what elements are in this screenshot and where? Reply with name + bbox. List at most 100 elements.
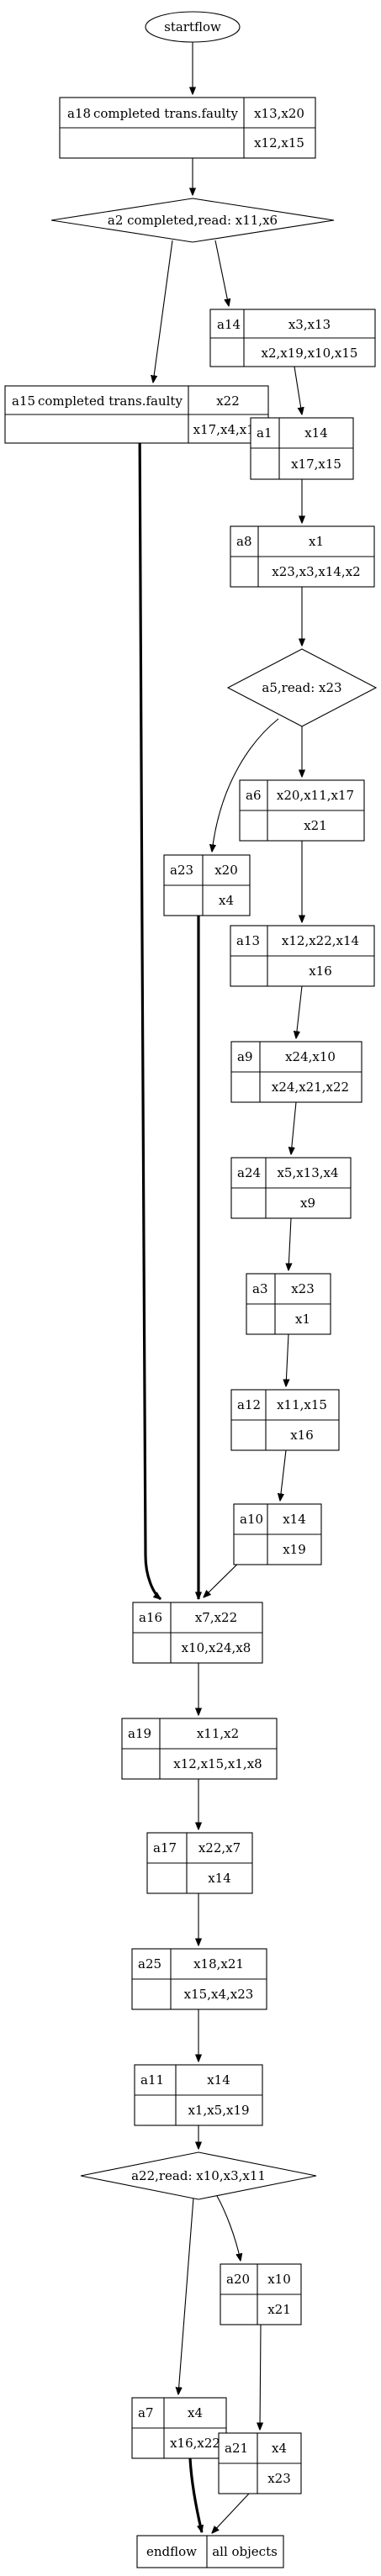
a6-id: a6 [246, 788, 262, 803]
a25-vars-top: x18,x21 [193, 1956, 244, 1972]
edge-a3-to-a12 [286, 1333, 288, 1386]
node-a25: a25 x18,x21 x15,x4,x23 [131, 1948, 267, 2010]
a17-id: a17 [153, 1840, 177, 1855]
edge-a22-to-a7 [178, 2197, 194, 2394]
node-a10: a10 x14 x19 [233, 1503, 322, 1565]
a5-label: a5,read: x23 [262, 680, 341, 695]
a21-id: a21 [225, 2441, 248, 2456]
edge-a21-to-endflow [212, 2493, 250, 2533]
a6-vars-bottom: x21 [304, 818, 327, 833]
a20-id: a20 [226, 2272, 250, 2287]
a2-label: a2 completed,read: x11,x6 [108, 213, 278, 228]
a3-vars-bottom: x1 [295, 1312, 310, 1327]
node-startflow: startflow [145, 11, 241, 43]
node-a8: a8 x1 x23,x3,x14,x2 [230, 525, 375, 588]
node-a18: a18 completed trans.faulty x13,x20 x12,x… [59, 97, 316, 159]
edge-a14-to-a1 [294, 366, 302, 414]
edge-a12-to-a10 [280, 1449, 287, 1501]
a14-vars-top: x3,x13 [288, 317, 331, 332]
edge-a22-to-a20 [216, 2195, 241, 2261]
a10-vars-top: x14 [283, 1512, 306, 1527]
a14-id: a14 [217, 317, 241, 332]
a8-vars-top: x1 [309, 534, 324, 549]
node-a16: a16 x7,x22 x10,x24,x8 [132, 1602, 263, 1664]
a19-id: a19 [128, 1726, 151, 1741]
a19-vars-top: x11,x2 [197, 1726, 239, 1741]
endflow-objects-label: all objects [212, 2544, 278, 2559]
edge-a15-to-a16 [138, 414, 161, 1601]
node-a19: a19 x11,x2 x12,x15,x1,x8 [121, 1718, 278, 1780]
node-a12: a12 x11,x15 x16 [230, 1389, 340, 1451]
edge-a2-to-a14 [214, 240, 229, 306]
a11-vars-top: x14 [207, 2072, 230, 2088]
a23-vars-top: x20 [214, 863, 238, 878]
a19-vars-bottom: x12,x15,x1,x8 [173, 1756, 262, 1771]
node-a22: a22,read: x10,x3,x11 [80, 2151, 317, 2200]
node-a23: a23 x20 x4 [163, 854, 251, 916]
node-a3: a3 x23 x1 [246, 1273, 331, 1335]
a1-id: a1 [257, 425, 273, 441]
a12-id: a12 [237, 1397, 261, 1412]
a3-vars-top: x23 [291, 1281, 315, 1296]
edge-a5-to-a23 [212, 718, 279, 852]
a17-vars-bottom: x14 [208, 1871, 231, 1886]
a18-vars-top: x13,x20 [254, 106, 304, 121]
a13-vars-top: x12,x22,x14 [282, 933, 359, 948]
node-a13: a13 x12,x22,x14 x16 [230, 925, 375, 987]
node-a2: a2 completed,read: x11,x6 [50, 198, 335, 243]
node-a9: a9 x24,x10 x24,x21,x22 [230, 1041, 362, 1103]
a15-name: completed trans.faulty [38, 393, 183, 409]
a21-vars-bottom: x23 [267, 2471, 291, 2486]
a12-vars-top: x11,x15 [277, 1397, 327, 1412]
node-a17: a17 x22,x7 x14 [146, 1832, 253, 1894]
a18-vars-bottom: x12,x15 [254, 135, 304, 150]
a10-vars-bottom: x19 [283, 1542, 306, 1557]
a23-vars-bottom: x4 [219, 893, 234, 908]
a12-vars-bottom: x16 [290, 1428, 314, 1443]
node-a7: a7 x4 x16,x22 [131, 2397, 227, 2459]
a18-id: a18 [67, 106, 91, 121]
node-a24: a24 x5,x13,x4 x9 [230, 1157, 352, 1219]
a3-id: a3 [252, 1281, 268, 1296]
a16-vars-top: x7,x22 [195, 1610, 237, 1625]
a20-vars-bottom: x21 [267, 2302, 291, 2317]
a24-vars-bottom: x9 [300, 1196, 315, 1211]
a15-vars-top: x22 [216, 393, 240, 409]
node-endflow: endflow all objects [136, 2535, 284, 2568]
a20-vars-top: x10 [267, 2272, 291, 2287]
a18-name: completed trans.faulty [93, 106, 238, 121]
a17-vars-top: x22,x7 [198, 1840, 241, 1855]
a15-id: a15 [12, 393, 35, 409]
node-a14: a14 x3,x13 x2,x19,x10,x15 [209, 309, 376, 367]
a7-id: a7 [138, 2405, 154, 2420]
a25-id: a25 [138, 1956, 161, 1972]
a11-vars-bottom: x1,x5,x19 [188, 2103, 249, 2118]
edges [138, 42, 303, 2533]
a24-id: a24 [237, 1165, 261, 1180]
a8-vars-bottom: x23,x3,x14,x2 [272, 564, 360, 579]
a9-vars-bottom: x24,x21,x22 [272, 1079, 349, 1095]
a9-vars-top: x24,x10 [285, 1049, 336, 1064]
node-a11: a11 x14 x1,x5,x19 [134, 2064, 263, 2126]
a14-vars-bottom: x2,x19,x10,x15 [262, 346, 358, 361]
edge-a7-to-endflow [188, 2457, 202, 2532]
a25-vars-bottom: x15,x4,x23 [184, 1987, 254, 2002]
a24-vars-top: x5,x13,x4 [277, 1165, 338, 1180]
a21-vars-top: x4 [272, 2441, 287, 2456]
a6-vars-top: x20,x11,x17 [277, 788, 354, 803]
a16-vars-bottom: x10,x24,x8 [182, 1640, 251, 1655]
a7-vars-bottom: x16,x22 [170, 2436, 220, 2451]
edge-a24-to-a3 [288, 1217, 291, 1270]
startflow-label: startflow [164, 19, 221, 34]
a23-id: a23 [170, 863, 193, 878]
a1-vars-top: x14 [304, 425, 328, 441]
a11-id: a11 [140, 2072, 164, 2088]
edge-a9-to-a24 [291, 1101, 297, 1154]
edge-a20-to-a21 [260, 2324, 261, 2430]
a10-id: a10 [240, 1512, 263, 1527]
endflow-label: endflow [146, 2544, 197, 2559]
edge-a13-to-a9 [296, 985, 303, 1038]
node-a5: a5,read: x23 [226, 648, 378, 727]
a15-vars-bottom: x17,x4,x13 [193, 422, 263, 437]
